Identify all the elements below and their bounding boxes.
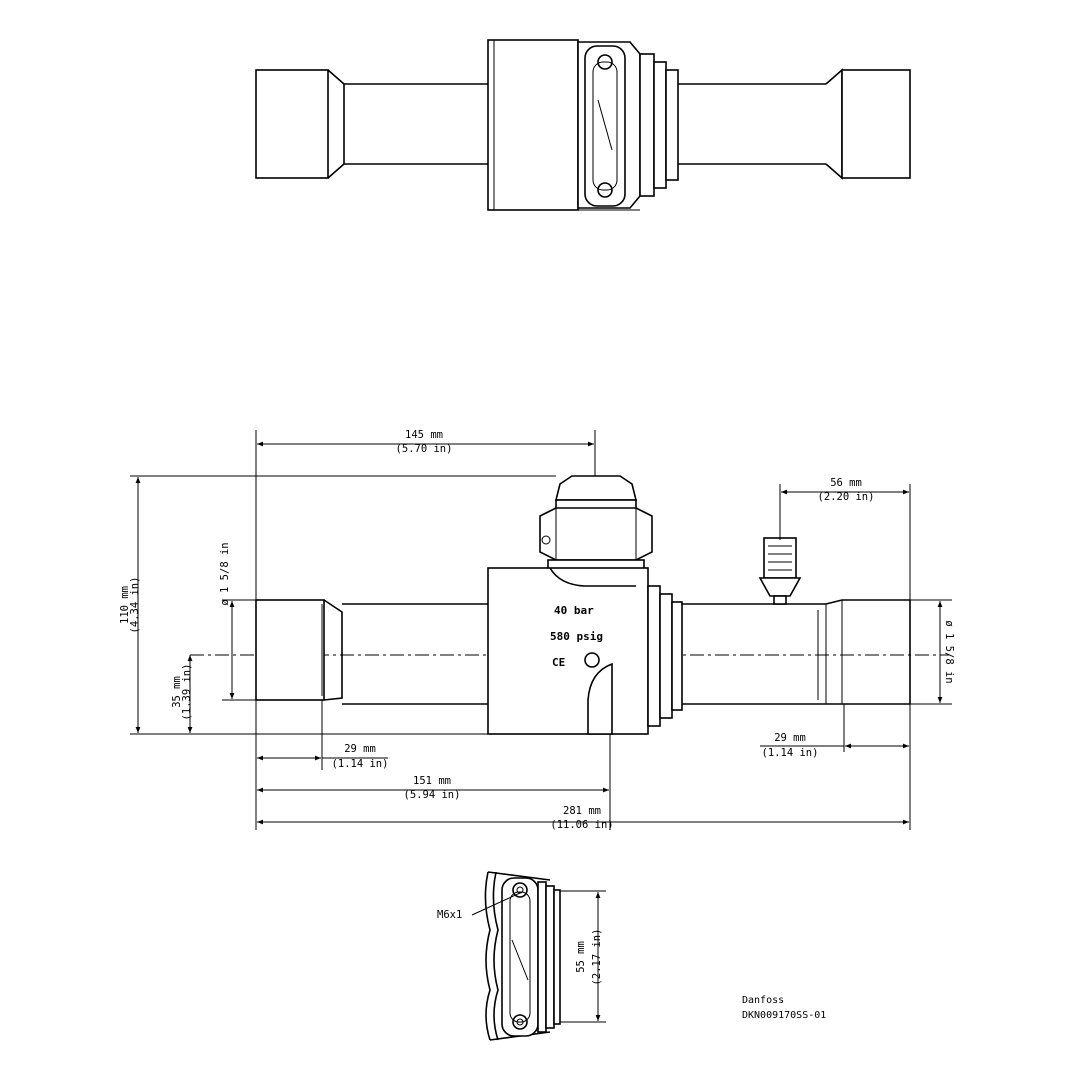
dim-right-socket-mm: 29 mm <box>774 732 806 744</box>
dim-mid-mm: 151 mm <box>413 775 451 787</box>
dim-top-in: (5.70 in) <box>396 443 453 455</box>
dim-axis-in: (1.39 in) <box>181 664 193 721</box>
bolt-label: M6x1 <box>437 909 462 921</box>
dim-right-mm: 56 mm <box>830 477 862 489</box>
dim-total-in: (11.06 in) <box>550 819 613 831</box>
body-mark-pressure-bar: 40 bar <box>554 604 594 617</box>
dimensions: 145 mm (5.70 in) 56 mm (2.20 in) 110 mm … <box>119 429 955 831</box>
dim-right-diameter: ø 1 5/8 in <box>943 620 955 683</box>
top-view <box>255 39 911 211</box>
dim-left-diameter: ø 1 5/8 in <box>219 542 231 605</box>
dim-height-in: (4.34 in) <box>129 577 141 634</box>
dim-mid-in: (5.94 in) <box>404 789 461 801</box>
body-mark-pressure-psig: 580 psig <box>550 630 603 643</box>
company-name: Danfoss <box>742 995 784 1006</box>
dim-axis-mm: 35 mm <box>171 676 183 708</box>
dim-right-socket-in: (1.14 in) <box>762 747 819 759</box>
dim-left-socket-mm: 29 mm <box>344 743 376 755</box>
dim-flange-in: (2.17 in) <box>591 929 603 986</box>
drawing-reference: Danfoss DKN009170SS-01 <box>742 995 826 1021</box>
dim-height-mm: 110 mm <box>119 586 131 624</box>
body-mark-ce: CE <box>552 656 565 669</box>
dim-top-mm: 145 mm <box>405 429 443 441</box>
dim-left-socket-in: (1.14 in) <box>332 758 389 770</box>
dim-flange-mm: 55 mm <box>575 941 587 973</box>
side-view: 40 bar 580 psig CE <box>190 475 950 735</box>
drawing-code: DKN009170SS-01 <box>742 1010 826 1021</box>
flange-detail-view: M6x1 55 mm (2.17 in) <box>437 871 606 1041</box>
dim-right-in: (2.20 in) <box>818 491 875 503</box>
dim-total-mm: 281 mm <box>563 805 601 817</box>
